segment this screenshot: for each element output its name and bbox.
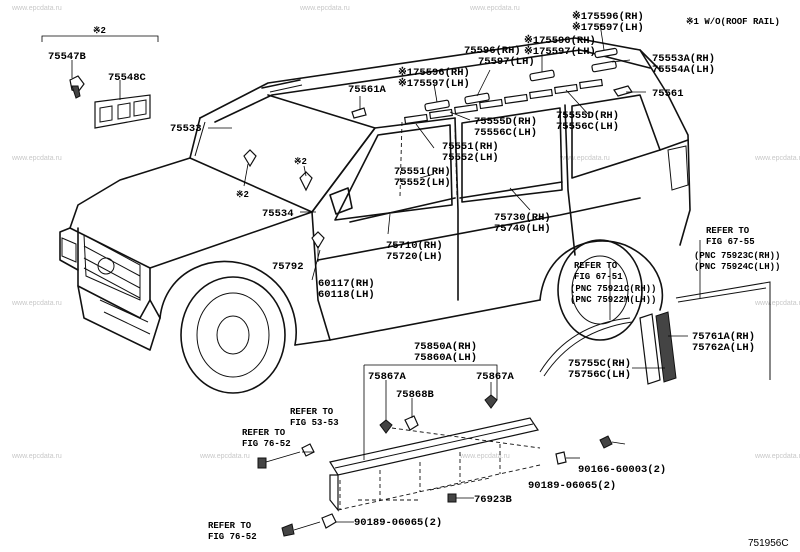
label-75596-rh: 75596(RH) <box>464 45 521 57</box>
label-76923B: 76923B <box>474 494 513 506</box>
label-75547B: 75547B <box>48 51 87 63</box>
label-75730-rh: 75730(RH) <box>494 212 551 224</box>
label-75554A-lh: 75554A(LH) <box>652 64 715 76</box>
watermark: www.epcdata.ru <box>199 453 250 460</box>
label-75860A-lh: 75860A(LH) <box>414 352 477 364</box>
watermark: www.epcdata.ru <box>11 5 62 12</box>
label-75740-lh: 75740(LH) <box>494 223 551 235</box>
label-90189-06065-a: 90189-06065(2) <box>528 480 616 492</box>
bracket-mark: ※2 <box>93 26 106 36</box>
watermark: www.epcdata.ru <box>11 155 62 162</box>
label-refer-67-51: REFER TO <box>574 261 618 271</box>
watermark: www.epcdata.ru <box>299 5 350 12</box>
label-75552-lh: 75552(LH) <box>442 152 499 164</box>
rocker-molding <box>257 364 626 537</box>
leader-lines <box>208 23 646 281</box>
label-fig-53-53: FIG 53-53 <box>290 418 339 428</box>
watermark: www.epcdata.ru <box>11 300 62 307</box>
label-75867A-b: 75867A <box>476 371 515 383</box>
label-refer-67-55: REFER TO <box>706 226 750 236</box>
label-fig-67-55: FIG 67-55 <box>706 237 755 247</box>
watermark: www.epcdata.ru <box>754 453 800 460</box>
label-75533: 75533 <box>170 123 202 135</box>
label-75710-rh: 75710(RH) <box>386 240 443 252</box>
label-75561A: 75561A <box>348 84 387 96</box>
label-star2-b: ※2 <box>294 157 307 167</box>
label-refer-53-53: REFER TO <box>290 407 334 417</box>
label-75552-lh-2: 75552(LH) <box>394 177 451 189</box>
label-75761A-rh: 75761A(RH) <box>692 331 755 343</box>
emblem-group: ※2 <box>41 26 159 129</box>
label-75762A-lh: 75762A(LH) <box>692 342 755 354</box>
label-90189-06065-b: 90189-06065(2) <box>354 517 442 529</box>
label-175597-lh-c: ※175597(LH) <box>572 21 644 34</box>
label-refer-76-52-a: REFER TO <box>242 428 286 438</box>
label-75555D-rh-2: 75555D(RH) <box>474 116 537 128</box>
watermark: www.epcdata.ru <box>469 5 520 12</box>
label-75597-lh: 75597(LH) <box>478 56 535 68</box>
watermark: www.epcdata.ru <box>459 453 510 460</box>
label-75561: 75561 <box>652 88 684 100</box>
label-pnc-75921C: (PNC 75921C(RH)) <box>570 284 656 294</box>
label-75553A-rh: 75553A(RH) <box>652 53 715 65</box>
label-75555D-rh: 75555D(RH) <box>556 110 619 122</box>
figure-id: 751956C <box>748 538 789 549</box>
label-75556C-lh: 75556C(LH) <box>556 121 619 133</box>
vehicle-outline <box>59 37 691 394</box>
watermark: www.epcdata.ru <box>11 453 62 460</box>
label-75792: 75792 <box>272 261 304 273</box>
label-75551-rh-2: 75551(RH) <box>394 166 451 178</box>
watermark: www.epcdata.ru <box>754 300 800 307</box>
label-fig-67-51: FIG 67-51 <box>574 272 623 282</box>
label-175597-lh-a: ※175597(LH) <box>398 77 470 90</box>
label-75720-lh: 75720(LH) <box>386 251 443 263</box>
watermarks: www.epcdata.ru www.epcdata.ru www.epcdat… <box>11 5 800 460</box>
label-60117-rh: 60117(RH) <box>318 278 375 290</box>
label-90166-60003: 90166-60003(2) <box>578 464 666 476</box>
label-star2-a: ※2 <box>236 190 249 200</box>
label-75551-rh: 75551(RH) <box>442 141 499 153</box>
label-pnc-75924C: (PNC 75924C(LH)) <box>694 262 780 272</box>
note-roof-rail: ※1 W/O(ROOF RAIL) <box>686 17 780 27</box>
label-fig-76-52-b: FIG 76-52 <box>208 532 257 542</box>
label-175596-rh-a: ※175596(RH) <box>398 66 470 79</box>
label-175596-rh-c: ※175596(RH) <box>572 10 644 23</box>
label-75556C-lh-2: 75556C(LH) <box>474 127 537 139</box>
label-75534: 75534 <box>262 208 294 220</box>
label-75755C-rh: 75755C(RH) <box>568 358 631 370</box>
part-labels: 75547B 75548C 75533 ※2 ※2 75534 75561A ※… <box>48 10 789 549</box>
label-175597-lh-b: ※175597(LH) <box>524 45 596 58</box>
label-75548C: 75548C <box>108 72 147 84</box>
label-pnc-75923C: (PNC 75923C(RH)) <box>694 251 780 261</box>
rear-garnish <box>539 240 771 385</box>
label-60118-lh: 60118(LH) <box>318 289 375 301</box>
label-75868B: 75868B <box>396 389 435 401</box>
label-pnc-75922M: (PNC 75922M(LH)) <box>570 295 656 305</box>
watermark: www.epcdata.ru <box>754 155 800 162</box>
label-75756C-lh: 75756C(LH) <box>568 369 631 381</box>
label-fig-76-52-a: FIG 76-52 <box>242 439 291 449</box>
label-75867A-a: 75867A <box>368 371 407 383</box>
label-175596-rh-b: ※175596(RH) <box>524 34 596 47</box>
label-75850A-rh: 75850A(RH) <box>414 341 477 353</box>
label-refer-76-52-b: REFER TO <box>208 521 252 531</box>
watermark: www.epcdata.ru <box>559 155 610 162</box>
